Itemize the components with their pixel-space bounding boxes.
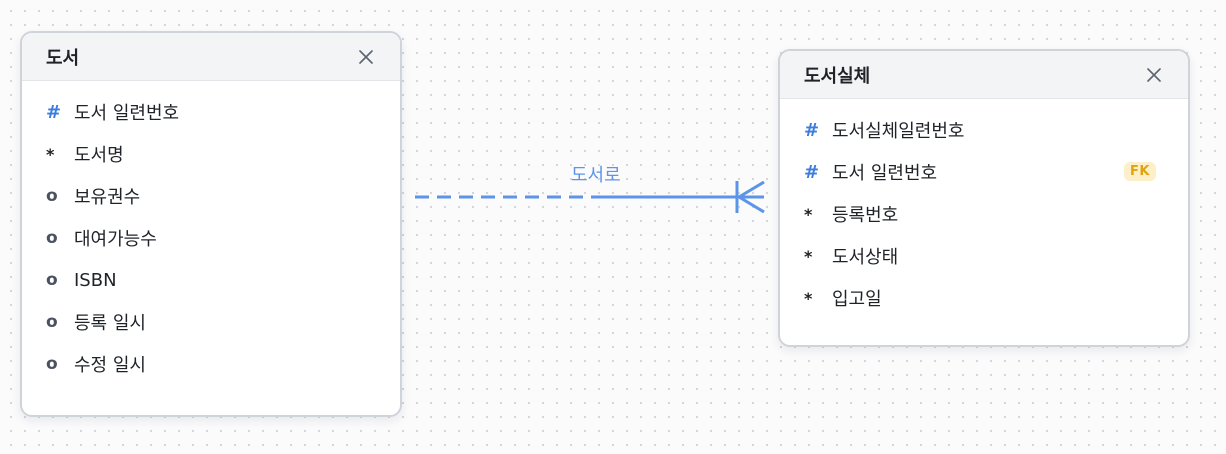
mandatory-marker: *: [804, 288, 813, 308]
entity-header: 도서실체: [780, 51, 1188, 99]
attribute-row[interactable]: * 도서명: [22, 133, 400, 175]
attribute-row[interactable]: # 도서 일련번호 FK: [780, 151, 1188, 193]
close-icon: [1147, 67, 1161, 82]
pk-marker: #: [804, 119, 820, 141]
attribute-name: 도서명: [74, 145, 124, 166]
entity-header: 도서: [22, 33, 400, 81]
pk-marker: #: [804, 161, 820, 183]
attribute-row[interactable]: * 도서상태: [780, 235, 1188, 277]
entity-card-book[interactable]: 도서 # 도서 일련번호 * 도서명 o 보유권수 o 대여가능수 o ISBN: [20, 31, 402, 417]
attribute-name: 도서상태: [832, 247, 899, 268]
pk-marker: #: [46, 101, 62, 123]
optional-marker: o: [46, 312, 58, 332]
optional-marker: o: [46, 228, 58, 248]
entity-card-book-copy[interactable]: 도서실체 # 도서실체일련번호 # 도서 일련번호 FK * 등록번호 * 도서…: [778, 49, 1190, 347]
attribute-row[interactable]: o 대여가능수: [22, 217, 400, 259]
close-button[interactable]: [356, 47, 376, 67]
optional-marker: o: [46, 270, 58, 290]
optional-marker: o: [46, 354, 58, 374]
entity-title: 도서: [46, 47, 80, 69]
close-icon: [359, 49, 373, 64]
mandatory-marker: *: [46, 144, 55, 164]
attribute-row[interactable]: # 도서 일련번호: [22, 91, 400, 133]
attribute-row[interactable]: o 등록 일시: [22, 301, 400, 343]
attribute-list: # 도서실체일련번호 # 도서 일련번호 FK * 등록번호 * 도서상태 * …: [780, 99, 1188, 319]
attribute-row[interactable]: * 등록번호: [780, 193, 1188, 235]
relationship-label[interactable]: 도서로: [571, 165, 621, 186]
attribute-name: 등록번호: [832, 205, 899, 226]
crowfoot-lower-prong: [738, 195, 765, 214]
attribute-row[interactable]: # 도서실체일련번호: [780, 109, 1188, 151]
attribute-name: 수정 일시: [74, 355, 146, 376]
attribute-row[interactable]: o 보유권수: [22, 175, 400, 217]
attribute-name: 도서실체일련번호: [832, 121, 965, 142]
attribute-row[interactable]: o 수정 일시: [22, 343, 400, 385]
close-button[interactable]: [1144, 65, 1164, 85]
attribute-row[interactable]: o ISBN: [22, 259, 400, 301]
attribute-name: 보유권수: [74, 187, 141, 208]
attribute-row[interactable]: * 입고일: [780, 277, 1188, 319]
mandatory-marker: *: [804, 246, 813, 266]
attribute-list: # 도서 일련번호 * 도서명 o 보유권수 o 대여가능수 o ISBN o …: [22, 81, 400, 385]
attribute-name: ISBN: [74, 269, 117, 291]
attribute-name: 입고일: [832, 289, 882, 310]
attribute-name: 도서 일련번호: [74, 103, 180, 124]
attribute-name: 등록 일시: [74, 313, 146, 334]
optional-marker: o: [46, 186, 58, 206]
entity-title: 도서실체: [804, 65, 871, 87]
crowfoot-upper-prong: [738, 180, 765, 199]
fk-badge: FK: [1124, 162, 1156, 181]
mandatory-marker: *: [804, 204, 813, 224]
attribute-name: 대여가능수: [74, 229, 157, 250]
attribute-name: 도서 일련번호: [832, 163, 938, 184]
